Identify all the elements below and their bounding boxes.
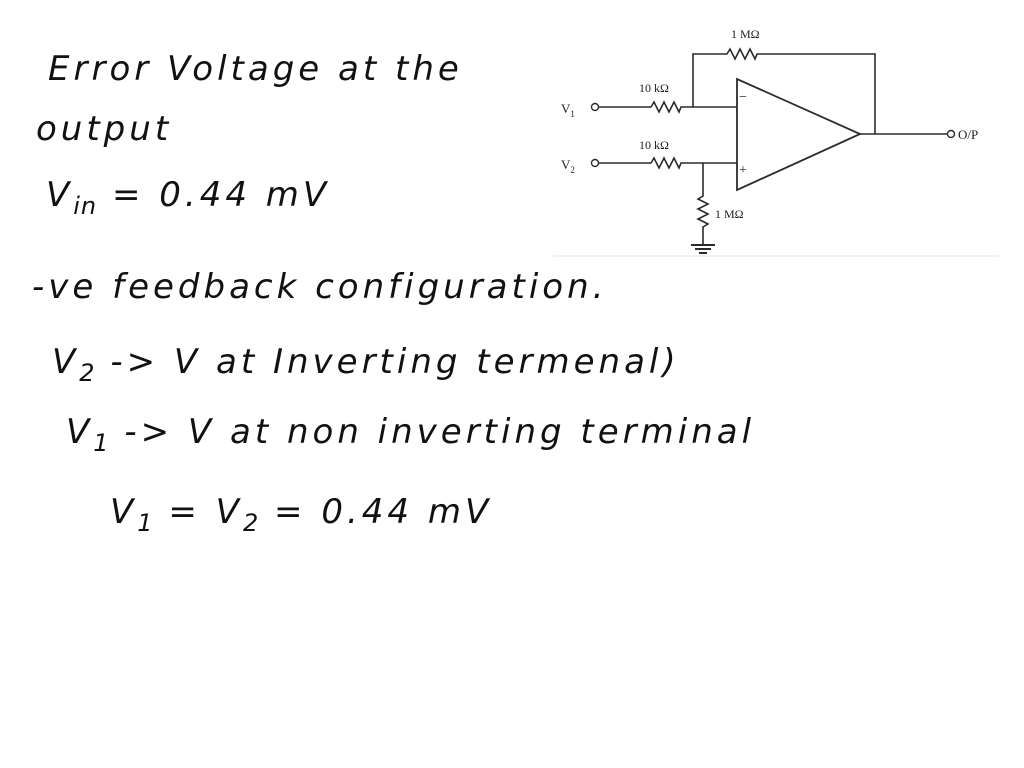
note-line-v1-noninverting: V1 -> V at non inverting terminal xyxy=(66,415,755,455)
ground-resistor xyxy=(696,163,710,244)
op-amp-triangle xyxy=(736,77,863,192)
v1-desc: -> V at non inverting terminal xyxy=(124,412,756,452)
eq-v1-var: V xyxy=(110,492,138,532)
v1-sub: 1 xyxy=(93,429,110,457)
input-resistor-2 xyxy=(599,156,737,170)
eq-sign: = xyxy=(168,492,201,532)
v2-desc: -> V at Inverting termenal) xyxy=(110,342,680,382)
feedback-resistor xyxy=(692,47,876,134)
vin-value: = 0.44 mV xyxy=(111,175,331,215)
vin-sub: in xyxy=(73,192,98,220)
noninverting-sign: + xyxy=(739,163,747,178)
vin-var: V xyxy=(46,175,74,215)
input-resistor-2-label: 10 kΩ xyxy=(639,138,669,152)
v2-var: V xyxy=(52,342,80,382)
v1-var: V xyxy=(66,412,94,452)
feedback-resistor-label: 1 MΩ xyxy=(731,27,760,41)
ground-icon xyxy=(691,244,715,254)
note-line-v1-equals-v2: V1 = V2 = 0.44 mV xyxy=(110,495,492,535)
note-line-vin: Vin = 0.44 mV xyxy=(46,178,330,218)
eq-v2-sub: 2 xyxy=(242,509,260,537)
op-amp-circuit-diagram: − + V1 10 kΩ V2 10 kΩ 1 MΩ 1 MΩ O/P xyxy=(553,27,999,257)
v2-label: V2 xyxy=(561,157,575,175)
note-line-v2-inverting: V2 -> V at Inverting termenal) xyxy=(52,345,680,385)
eq-v2-var: V xyxy=(215,492,243,532)
v1-terminal xyxy=(590,102,600,112)
v2-sub: 2 xyxy=(79,359,96,387)
input-resistor-1 xyxy=(599,100,737,114)
note-line-error-voltage: Error Voltage at the xyxy=(48,49,463,89)
v1-label: V1 xyxy=(561,101,575,119)
inverting-sign: − xyxy=(739,90,747,105)
v2-terminal xyxy=(590,158,600,168)
note-line-feedback: -ve feedback configuration. xyxy=(32,267,608,307)
ground-resistor-label: 1 MΩ xyxy=(715,207,744,221)
output-label: O/P xyxy=(958,127,978,142)
note-line-output: output xyxy=(36,109,173,149)
output-terminal xyxy=(946,129,956,139)
eq-v1-sub: 1 xyxy=(137,509,154,537)
eq-value: = 0.44 mV xyxy=(274,492,493,532)
input-resistor-1-label: 10 kΩ xyxy=(639,81,669,95)
